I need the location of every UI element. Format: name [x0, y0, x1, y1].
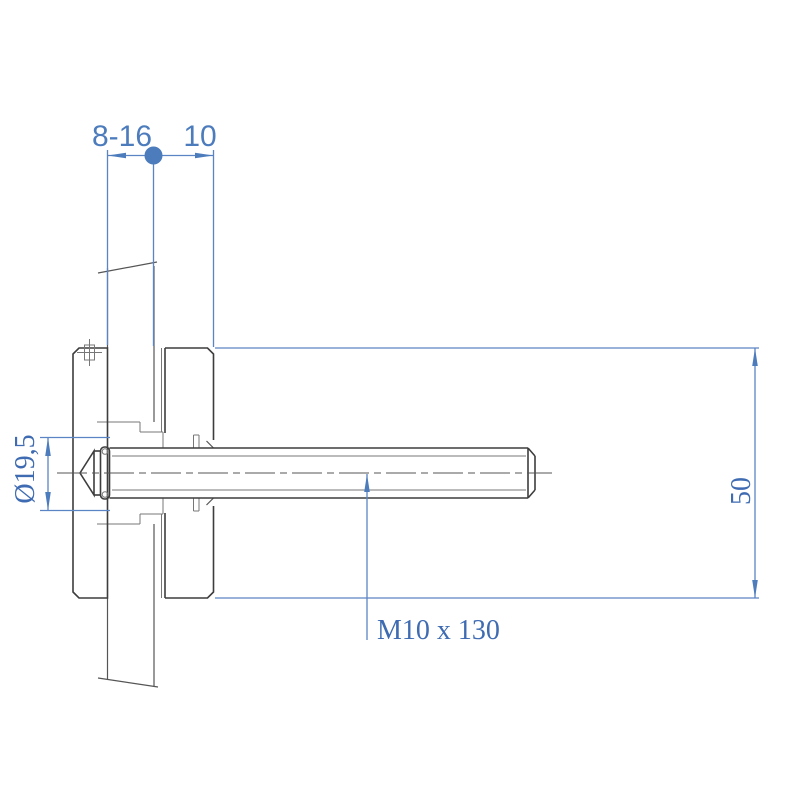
end-chamfer-bottom — [527, 489, 536, 499]
end-chamfer-top — [527, 447, 536, 457]
standoff-label: 10 — [183, 120, 216, 153]
outer-clamp-disc — [72, 339, 109, 599]
inner-clamp-body — [161, 347, 215, 599]
disc-diameter-label: 50 — [726, 477, 757, 505]
thread-spec-label: M10 x 130 — [377, 615, 500, 646]
glass-hole-bushing — [97, 421, 164, 525]
glass-thickness-label: 8-16 — [92, 120, 152, 153]
dimension-hole-diameter: Ø19,5 — [10, 434, 110, 512]
bore-chamfer-bottom — [206, 497, 214, 506]
arrow-down — [752, 580, 758, 598]
leader-arrow — [364, 474, 370, 492]
dimension-disc-diameter: 50 — [215, 347, 759, 599]
shared-dimension-dot — [144, 146, 163, 165]
glass-bottom-break-line — [97, 677, 159, 688]
arrow-left — [107, 152, 126, 159]
body-outline — [165, 347, 215, 599]
arrow-down — [45, 492, 51, 511]
arrow-up — [45, 437, 51, 456]
thread-callout: M10 x 130 — [364, 474, 500, 646]
washer-top-radius — [101, 448, 109, 455]
hole-diameter-label: Ø19,5 — [10, 434, 41, 503]
arrow-right — [195, 152, 214, 159]
outer-disc-outline — [72, 347, 109, 599]
arrow-up — [752, 348, 758, 366]
washer-bottom-radius — [101, 491, 109, 498]
dimension-top: 8-16 10 — [92, 120, 217, 347]
bore-chamfer-top — [206, 440, 214, 449]
grub-screw-detail — [77, 339, 102, 366]
